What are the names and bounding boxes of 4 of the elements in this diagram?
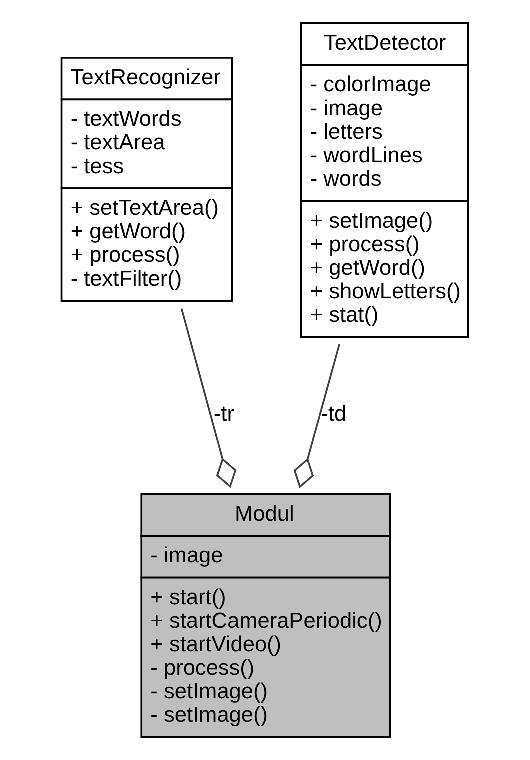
edge-label: -td <box>321 401 347 426</box>
connector <box>294 344 341 489</box>
edge-label: -tr <box>214 401 234 426</box>
connector <box>180 308 237 488</box>
